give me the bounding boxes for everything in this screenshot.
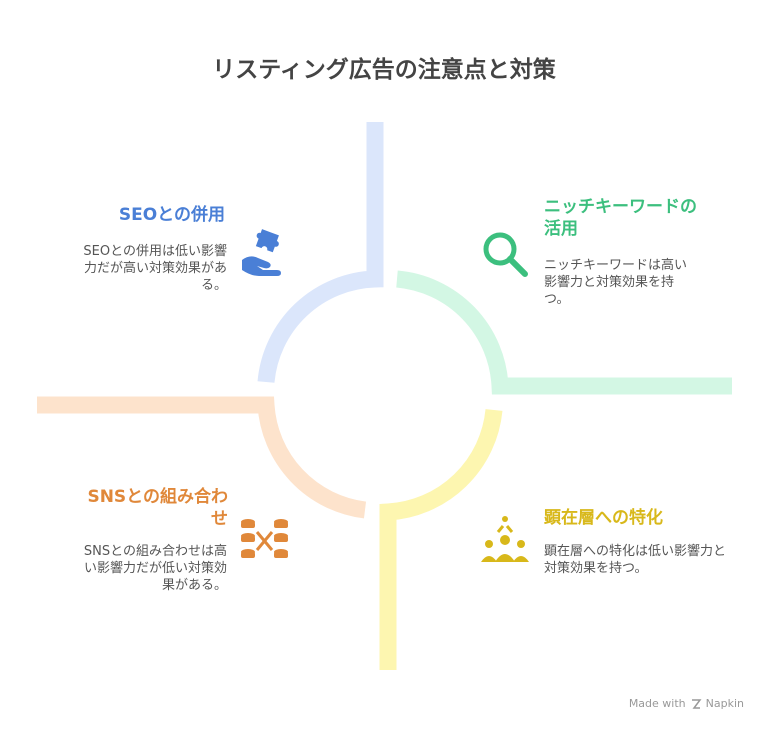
people-network-icon — [481, 516, 529, 562]
coin-stacks-icon — [241, 519, 288, 558]
footer-brand: Made with Napkin — [629, 697, 744, 710]
desc-apparent: 顕在層への特化は低い影響力と対策効果を持つ。 — [544, 544, 727, 576]
heading-seo: SEOとの併用 — [118, 205, 225, 225]
napkin-logo-icon — [691, 698, 702, 709]
arc-bottom-left — [37, 396, 367, 519]
heading-apparent: 顕在層への特化 — [544, 508, 663, 528]
page-title: リスティング広告の注意点と対策 — [212, 57, 556, 83]
arc-bottom-right — [379, 409, 503, 670]
arc-top-right — [396, 270, 732, 395]
footer-label: Made with — [628, 697, 686, 710]
arc-top-left — [257, 122, 384, 383]
desc-seo: SEOとの併用は低い影響力だが高い対策効果がある。 — [83, 244, 227, 293]
heading-sns: SNSとの組み合わせ — [87, 487, 228, 529]
heading-niche: ニッチキーワードの活用 — [544, 197, 697, 239]
magnifier-icon — [483, 232, 528, 277]
desc-sns: SNSとの組み合わせは高い影響力だが低い対策効果がある。 — [83, 544, 227, 593]
desc-niche: ニッチキーワードは高い影響力と対策効果を持つ。 — [544, 258, 688, 307]
footer-brand-name: Napkin — [705, 697, 744, 710]
puzzle-hand-icon — [242, 229, 281, 276]
